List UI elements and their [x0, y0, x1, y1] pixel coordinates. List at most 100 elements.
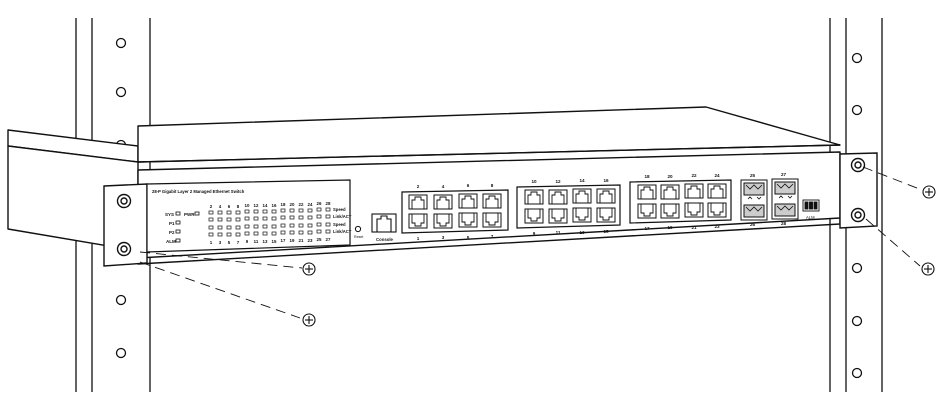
port-number: 12 — [555, 179, 561, 184]
row-label-link-act: Link/ACT — [333, 214, 352, 219]
row-label-speed: Speed — [333, 207, 346, 212]
led-number: 3 — [219, 240, 222, 245]
port-number: 11 — [556, 230, 561, 235]
guide-lines — [139, 166, 923, 319]
led-row-3 — [208, 222, 331, 230]
led-row-2 — [208, 214, 331, 222]
port-number: 16 — [603, 178, 609, 183]
rj45-port — [458, 212, 478, 228]
status-label-p2: P2 — [169, 230, 175, 235]
rj45-port — [660, 184, 680, 200]
led-number: 16 — [272, 203, 277, 208]
led-number: 17 — [281, 238, 286, 243]
rj45-port — [482, 193, 502, 209]
port-number: 7 — [491, 234, 494, 239]
port-number: 13 — [579, 230, 585, 235]
port-number: 18 — [644, 174, 650, 179]
rj45-port — [408, 194, 428, 210]
panel-title: 28-P Gigabit Layer 2 Managed Ethernet Sw… — [152, 189, 245, 194]
led-number: 26 — [317, 201, 322, 206]
alm-led — [175, 238, 181, 243]
rj45-port — [548, 208, 568, 224]
port-number: 17 — [644, 226, 650, 231]
screw-icon — [922, 185, 936, 199]
port-number: 8 — [491, 183, 494, 188]
status-label-sys: SYS — [165, 212, 174, 217]
port-number: 4 — [442, 184, 445, 189]
led-number: 7 — [237, 240, 240, 245]
led-number: 27 — [326, 237, 331, 242]
left-mounting-ear — [103, 183, 148, 267]
port-number: 23 — [714, 224, 720, 229]
led-number: 1 — [210, 240, 213, 245]
led-number: 14 — [263, 203, 268, 208]
led-number: 8 — [237, 204, 240, 209]
rj45-port — [596, 207, 616, 223]
rj45-port — [408, 213, 428, 229]
rj45-port — [572, 188, 592, 204]
led-number: 9 — [246, 239, 249, 244]
status-label-pwr: PWR — [184, 212, 195, 217]
p1-led — [175, 220, 181, 225]
led-number: 22 — [299, 202, 304, 207]
rj45-port — [433, 194, 453, 210]
sfp-port-group-right — [771, 178, 799, 220]
port-number: 21 — [691, 225, 697, 230]
led-number: 19 — [290, 238, 295, 243]
port-number: 2 — [417, 184, 420, 189]
led-number: 25 — [317, 237, 322, 242]
port-number: 24 — [714, 173, 720, 178]
port-number: 14 — [579, 178, 585, 183]
led-number: 28 — [326, 201, 331, 206]
port-number: 9 — [533, 231, 536, 236]
led-number: 6 — [228, 204, 231, 209]
screw-icon — [302, 313, 316, 327]
rj45-port — [707, 183, 727, 199]
rj45-port — [548, 189, 568, 205]
reset-label: Reset — [354, 235, 363, 239]
status-label-alm: ALM — [166, 239, 176, 244]
led-number: 13 — [263, 239, 268, 244]
led-number: 20 — [290, 202, 295, 207]
led-number: 4 — [219, 204, 222, 209]
led-row-1 — [208, 207, 331, 215]
alm-label: ALM — [806, 215, 815, 220]
port-number: 1 — [417, 236, 420, 241]
led-number: 24 — [308, 202, 313, 207]
pwr-led — [194, 211, 200, 216]
port-number: 10 — [531, 179, 537, 184]
rj45-port — [637, 184, 657, 200]
screw-icon — [302, 262, 316, 276]
led-number: 12 — [254, 203, 259, 208]
led-number: 21 — [299, 238, 304, 243]
rj45-port — [660, 203, 680, 219]
port-group-2: 10 12 14 16 9 11 13 15 — [516, 178, 621, 236]
led-number: 10 — [245, 203, 250, 208]
port-group-3: 18 20 22 24 17 19 21 23 — [629, 173, 732, 231]
rj45-port — [684, 183, 704, 199]
row-label-speed: Speed — [333, 222, 346, 227]
led-number: 23 — [308, 238, 313, 243]
port-number: 3 — [442, 235, 445, 240]
rj45-port — [433, 213, 453, 229]
rj45-port — [572, 207, 592, 223]
rj45-port — [707, 202, 727, 218]
row-label-link-act: Link/ACT — [333, 229, 352, 234]
sfp-port-group-left — [740, 179, 768, 221]
port-number: 5 — [467, 235, 470, 240]
led-row-4 — [208, 229, 331, 237]
console-label: Console — [376, 237, 394, 242]
port-number: 6 — [467, 183, 470, 188]
screw-icon — [921, 262, 935, 276]
reset-button — [354, 225, 362, 233]
status-label-p1: P1 — [169, 221, 175, 226]
led-number: 18 — [281, 202, 286, 207]
console-port — [371, 213, 397, 233]
port-group-1: 2 4 6 8 1 3 5 7 — [401, 183, 509, 241]
rj45-port — [524, 208, 544, 224]
rj45-port — [458, 193, 478, 209]
led-panel: 28-P Gigabit Layer 2 Managed Ethernet Sw… — [146, 179, 352, 253]
p2-led — [175, 229, 181, 234]
